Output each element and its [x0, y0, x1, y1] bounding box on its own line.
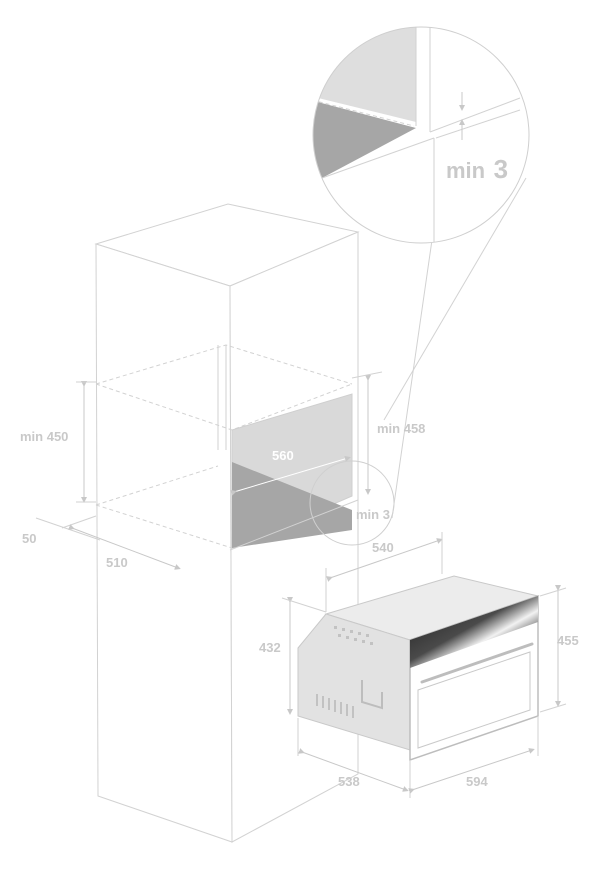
- label-cabinet-depth: 510: [106, 555, 128, 570]
- zoom-gap-value: 3: [494, 154, 508, 184]
- tall-cabinet: [94, 203, 360, 843]
- label-gap: min 3: [356, 507, 390, 522]
- zoom-detail: [312, 26, 530, 244]
- zoom-gap-prefix: min: [446, 158, 485, 183]
- side-vents-bottom: [316, 694, 354, 718]
- side-vents-top: [334, 626, 373, 645]
- label-oven-depth: 540: [372, 540, 394, 555]
- label-oven-width: 594: [466, 774, 488, 789]
- control-panel: [410, 596, 538, 668]
- label-niche-height: min 450: [20, 429, 68, 444]
- label-oven-height-front: 455: [557, 633, 579, 648]
- label-niche-width: 560: [272, 448, 294, 463]
- oven-dimension-lines: [281, 532, 567, 798]
- oven: [297, 575, 540, 762]
- label-left-offset: 50: [22, 531, 36, 546]
- label-oven-depth-bottom: 538: [338, 774, 360, 789]
- zoom-gap-label: min 3: [446, 154, 508, 184]
- label-oven-height-side: 432: [259, 640, 281, 655]
- label-niche-height-right: min 458: [377, 421, 425, 436]
